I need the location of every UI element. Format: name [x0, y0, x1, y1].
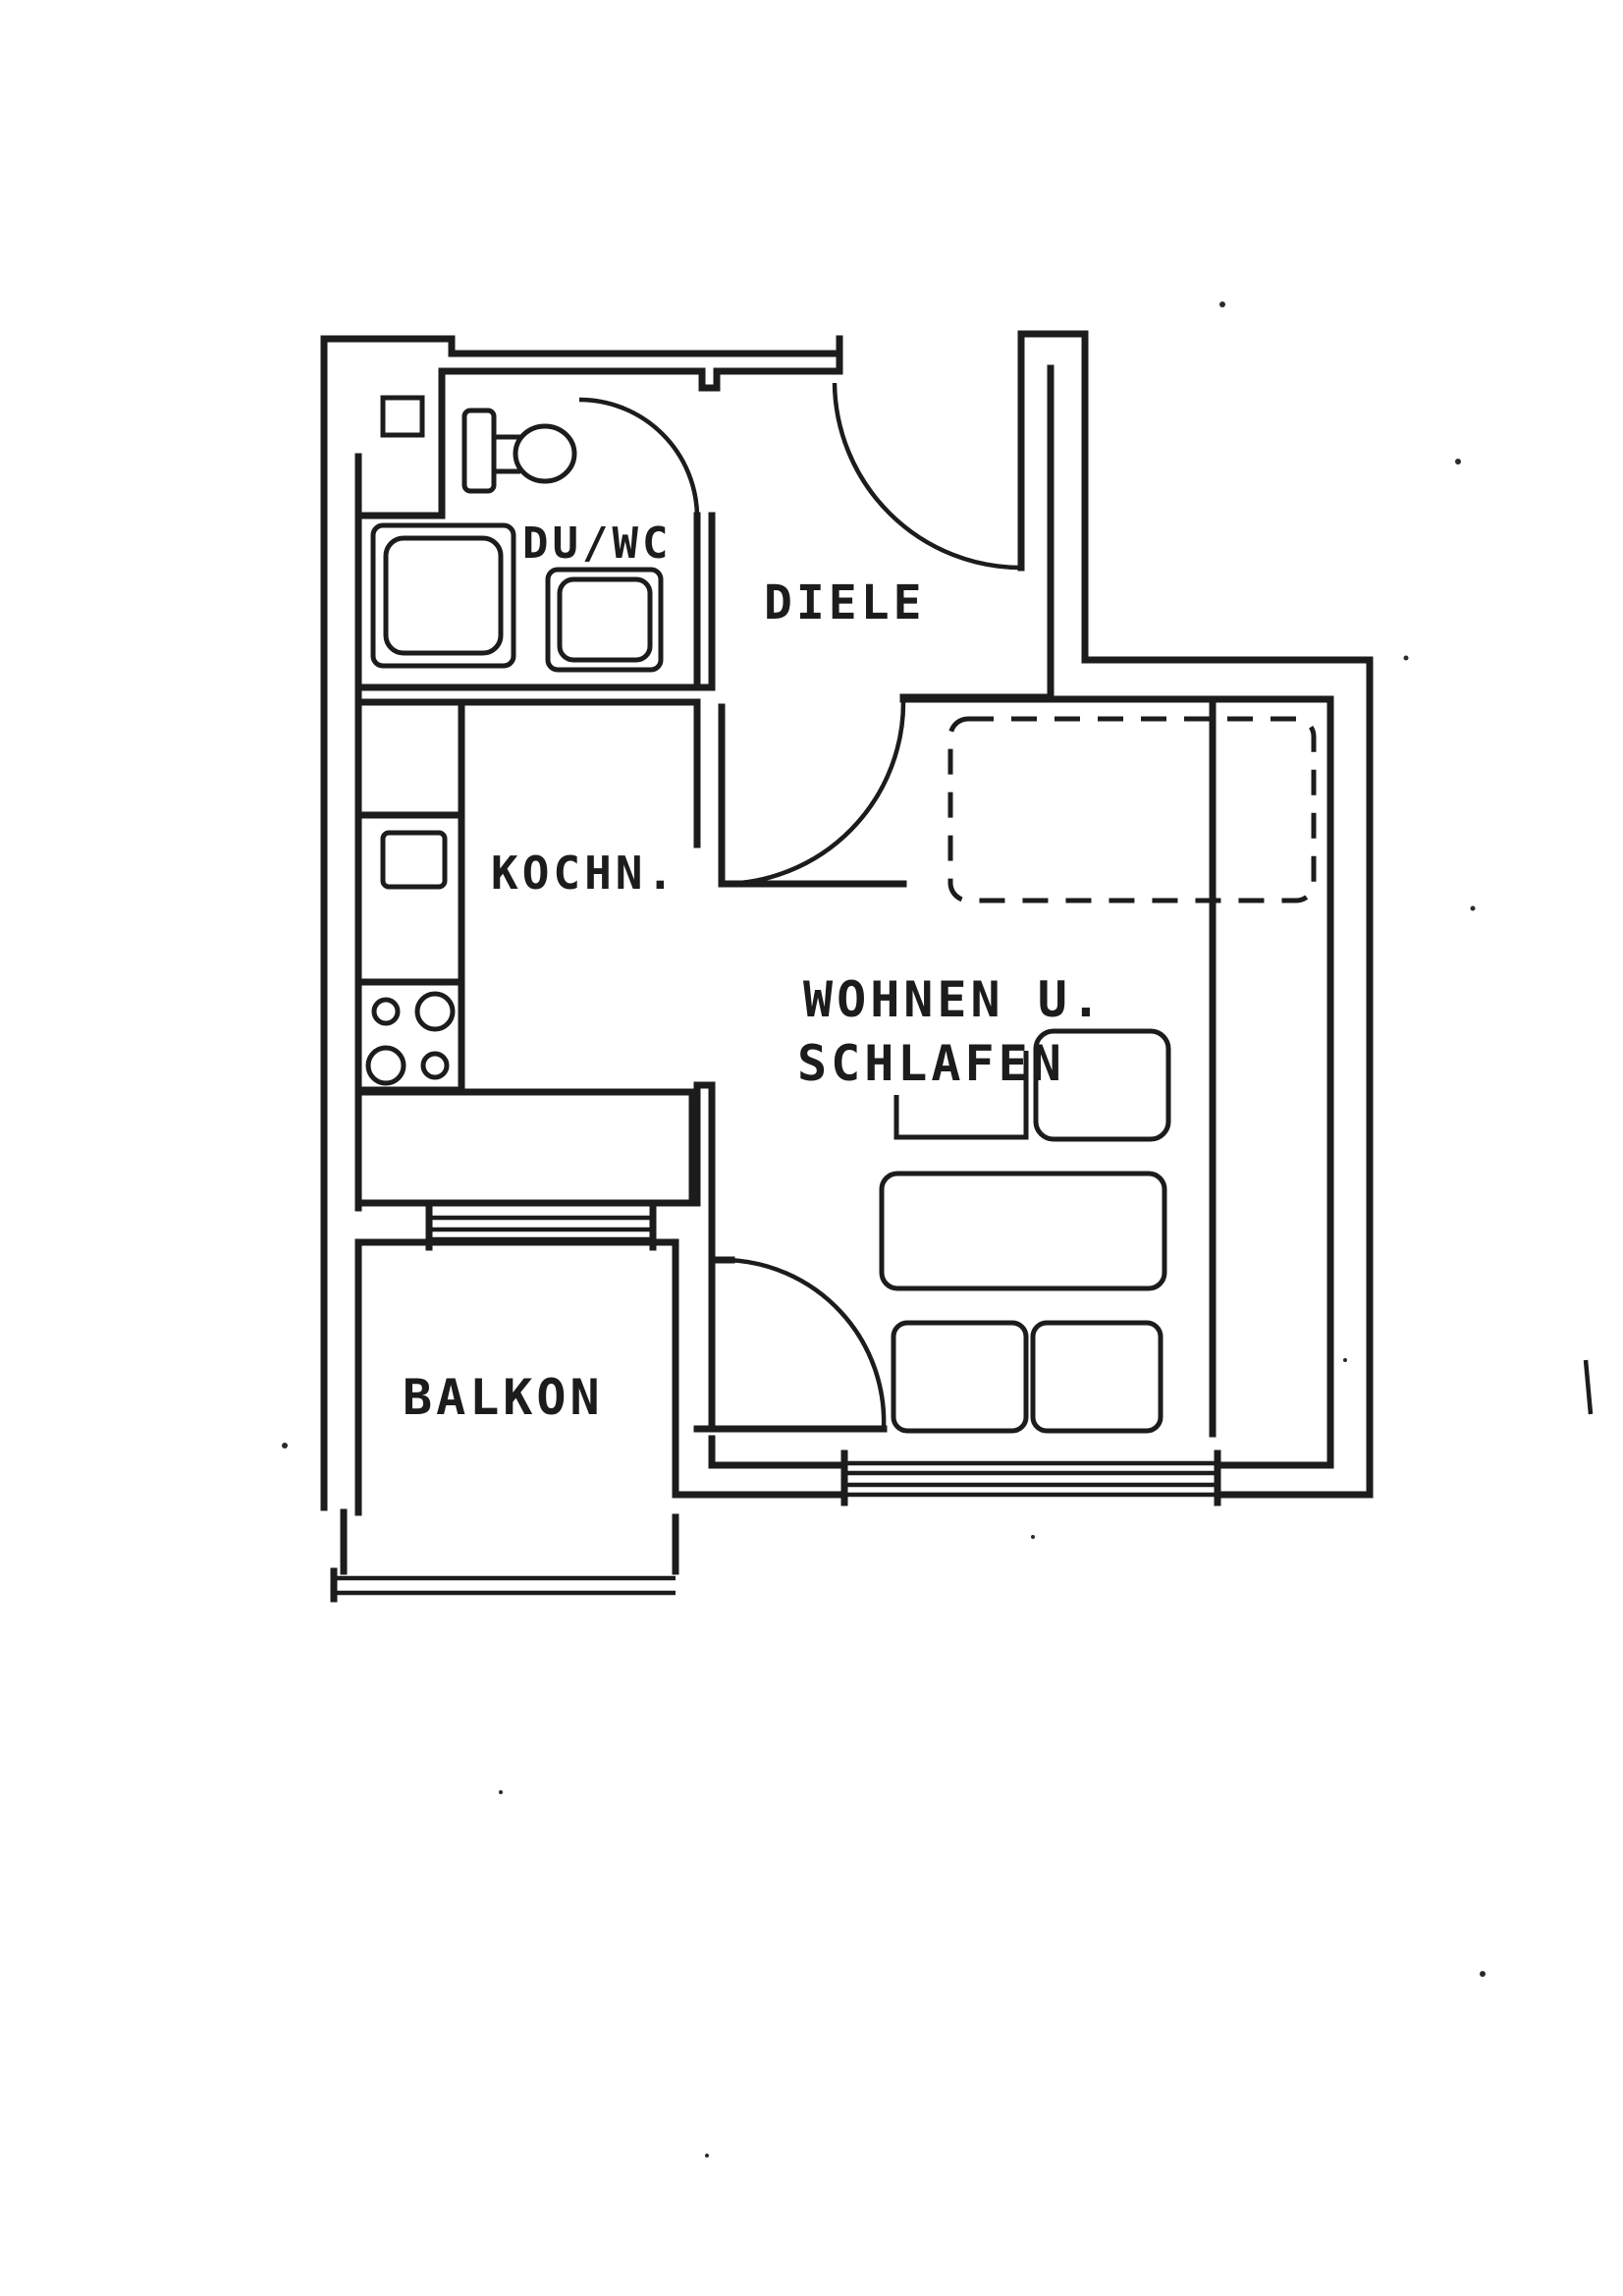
exterior-walls [320, 330, 1374, 1603]
shower-tray-icon [370, 522, 516, 669]
label-balkon: BALKON [403, 1369, 604, 1426]
scan-noise [282, 301, 1594, 2158]
label-du-wc: DU/WC [522, 519, 672, 569]
label-diele: DIELE [764, 575, 926, 630]
sofa-seat-left-icon [891, 1320, 1029, 1434]
entry-door [832, 382, 1024, 571]
sink-icon [380, 830, 448, 890]
washbasin-icon [545, 567, 664, 673]
doors [578, 382, 1024, 1430]
cistern-icon [461, 408, 497, 494]
sofa-seat-right-icon [1030, 1320, 1163, 1434]
bed-icon [947, 716, 1317, 903]
room-labels: DU/WC DIELE KOCHN. WOHNEN U. SCHLAFEN BA… [403, 519, 1105, 1426]
sofa-back-icon [879, 1171, 1167, 1291]
label-wohnen-line1: WOHNEN U. [803, 971, 1105, 1028]
armchair-icon [1033, 1028, 1171, 1142]
kitchen [354, 703, 696, 1207]
shower-basin-icon [383, 535, 504, 656]
hob-icon [365, 991, 456, 1086]
shaft-icon [380, 395, 425, 438]
bathroom-fixtures [370, 395, 664, 673]
label-wohnen-line2: SCHLAFEN [797, 1035, 1065, 1092]
living-furniture [879, 695, 1317, 1438]
chair-icon [893, 1051, 1029, 1140]
bathroom-door [578, 397, 700, 517]
label-kochn: KOCHN. [491, 847, 677, 900]
toilet-icon [513, 423, 577, 484]
interior-walls [354, 453, 726, 888]
living-room-door [721, 698, 906, 887]
balcony-door [726, 1257, 887, 1430]
